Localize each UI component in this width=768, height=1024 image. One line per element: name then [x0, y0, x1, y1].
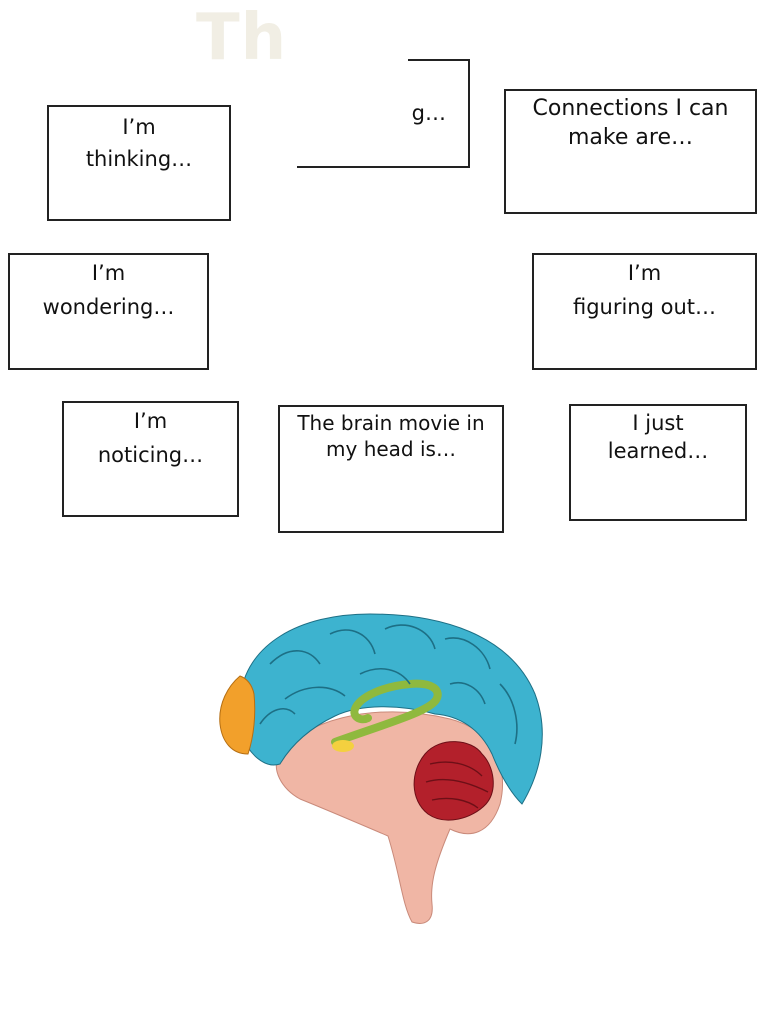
prompt-line-1: I just	[632, 411, 684, 435]
prompt-line-2: my head is…	[326, 437, 456, 461]
prompt-box-figuring-out[interactable]: I’m figuring out…	[532, 253, 757, 370]
frontal-lobe-shape	[219, 675, 256, 755]
prompt-line-2: g…	[411, 101, 446, 125]
prompt-line-2: noticing…	[97, 443, 204, 468]
prompt-line-2: make are…	[568, 125, 693, 151]
brainstem-shape	[275, 711, 504, 924]
prompt-line-1: I’m	[91, 261, 126, 285]
prompt-box-partial[interactable]: g…	[294, 58, 470, 168]
prompt-box-wondering[interactable]: I’m wondering…	[8, 253, 209, 370]
prompt-line-2: thinking…	[85, 147, 193, 172]
prompt-line-1: I’m	[627, 261, 662, 285]
page-title: Th	[196, 1, 288, 75]
cortex-folds	[259, 624, 518, 745]
hippocampus-shape	[331, 679, 442, 746]
prompt-box-connections[interactable]: Connections I can make are…	[504, 89, 757, 214]
prompt-box-noticing[interactable]: I’m noticing…	[62, 401, 239, 517]
prompt-line-2: wondering…	[42, 295, 175, 320]
amygdala-shape	[332, 740, 354, 752]
prompt-line-1: I’m	[122, 115, 156, 139]
prompt-line-1: I’m	[133, 409, 168, 433]
occluded-region	[294, 58, 408, 144]
brain-illustration	[219, 613, 543, 924]
prompt-line-2: figuring out…	[572, 295, 717, 320]
prompt-line-2: learned…	[607, 438, 709, 463]
cortex-shape	[239, 613, 543, 805]
prompt-box-just-learned[interactable]: I just learned…	[569, 404, 747, 521]
prompt-line-1: The brain movie in	[297, 411, 485, 435]
prompt-box-thinking[interactable]: I’m thinking…	[47, 105, 231, 221]
prompt-line-1: Connections I can	[532, 96, 729, 121]
prompt-box-brain-movie[interactable]: The brain movie in my head is…	[278, 405, 504, 533]
cerebellum-folds	[425, 761, 489, 809]
